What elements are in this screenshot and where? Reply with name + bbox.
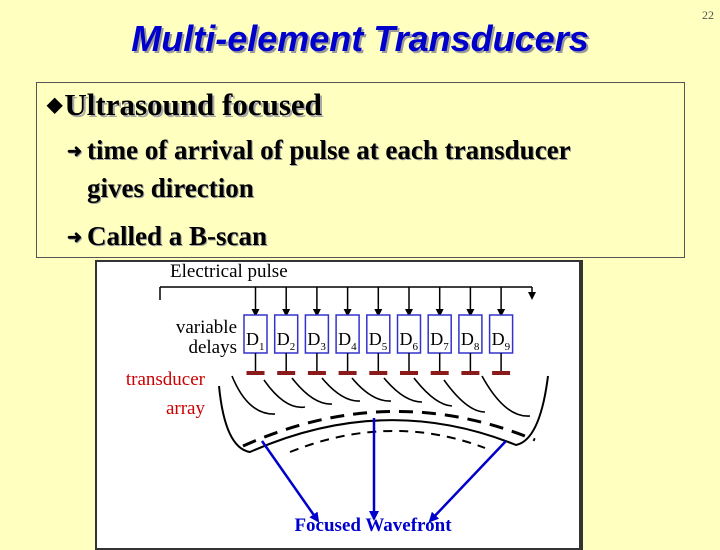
delay-label: D9	[492, 329, 511, 353]
transducer-element	[492, 371, 511, 375]
arrow-bullet-icon: ➜	[67, 227, 83, 247]
transducer-element	[461, 371, 480, 375]
sub-bullet-1-text: time of arrival of pulse at each transdu…	[87, 135, 571, 165]
delay-letter: D	[307, 329, 320, 349]
delay-box-d1: D1	[243, 314, 268, 354]
sub-bullet-1: ➜time of arrival of pulse at each transd…	[67, 135, 571, 166]
delay-letter: D	[492, 329, 505, 349]
focus-arrow-right	[428, 440, 507, 523]
outer-wavefront-arc	[218, 375, 549, 454]
pulse-stems	[159, 287, 536, 317]
transducer-elements	[246, 353, 511, 375]
slide-title: Multi-element Transducers	[131, 18, 589, 59]
delay-label: D4	[338, 329, 357, 353]
transducer-element	[246, 371, 265, 375]
slide-number: 22	[702, 8, 714, 22]
delay-box-d3: D3	[304, 314, 330, 354]
delay-label: D8	[461, 329, 480, 353]
delay-subscript: 6	[413, 341, 419, 353]
delay-letter: D	[430, 329, 443, 349]
delay-label: D5	[369, 329, 388, 353]
focused-wavefront-label: Focused Wavefront	[294, 515, 452, 536]
delay-label: D2	[277, 329, 296, 353]
delay-subscript: 7	[443, 341, 449, 353]
delay-subscript: 8	[474, 341, 480, 353]
delay-subscript: 5	[382, 341, 388, 353]
delay-letter: D	[277, 329, 290, 349]
wavelets	[231, 375, 531, 417]
delay-subscript: 9	[505, 341, 511, 353]
delay-box-d7: D7	[427, 314, 452, 354]
delay-label: D3	[307, 329, 326, 353]
transducer-element	[430, 371, 449, 375]
delay-letter: D	[338, 329, 351, 349]
transducer-element	[307, 371, 326, 375]
transducer-label: transducer	[126, 369, 206, 390]
delay-box-d5: D5	[366, 314, 391, 354]
delay-letter: D	[246, 329, 259, 349]
delay-label: D1	[246, 329, 265, 353]
delay-subscript: 4	[351, 341, 357, 353]
array-label: array	[166, 398, 206, 419]
delay-box-d9: D9	[488, 314, 514, 354]
electrical-pulse-label: Electrical pulse	[170, 261, 288, 282]
dashed-wavefront-inner	[289, 429, 486, 453]
transducer-element	[400, 371, 418, 375]
bullet-main-text: Ultrasound focused	[64, 87, 322, 122]
delay-letter: D	[400, 329, 413, 349]
sub-bullet-2: ➜Called a B-scan	[67, 221, 268, 252]
delay-label: D7	[430, 329, 449, 353]
delay-box-d2: D2	[273, 314, 299, 354]
sub-bullet-2-text: Called a B-scan	[87, 221, 268, 251]
diamond-bullet-icon: ◆	[47, 94, 63, 116]
arrow-bullet-icon: ➜	[67, 141, 83, 161]
delay-label: D6	[400, 329, 419, 353]
delay-letter: D	[369, 329, 382, 349]
delay-subscript: 1	[259, 341, 265, 353]
transducer-element	[369, 371, 388, 375]
delay-box-d8: D8	[458, 314, 483, 354]
transducer-element	[338, 371, 357, 375]
delays-label: delays	[188, 337, 237, 358]
variable-label: variable	[176, 317, 237, 338]
delay-letter: D	[461, 329, 474, 349]
dashed-wavefront	[242, 410, 536, 448]
bullet-main: ◆Ultrasound focused	[47, 87, 322, 123]
transducer-element	[277, 371, 296, 375]
delay-box-d4: D4	[335, 314, 360, 354]
sub-bullet-1-continued: gives direction	[87, 173, 254, 203]
delay-box-d6: D6	[396, 314, 422, 354]
delay-subscript: 3	[320, 341, 326, 353]
bullet-text-box: ◆Ultrasound focused ➜time of arrival of …	[36, 82, 685, 258]
focus-arrow-left	[260, 440, 320, 523]
delay-subscript: 2	[290, 341, 296, 353]
